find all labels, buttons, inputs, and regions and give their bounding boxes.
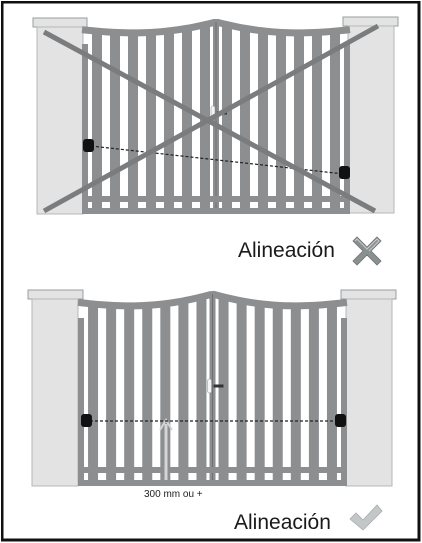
gate-bar	[222, 24, 232, 212]
alignment-label-correct: Alineación	[234, 511, 331, 534]
gate-bar	[164, 30, 174, 213]
gate-bar	[258, 30, 268, 213]
gate-bar	[312, 32, 322, 212]
gate-bar	[142, 305, 153, 484]
gate-bottom-rail	[82, 196, 350, 202]
gate-bar	[308, 305, 319, 484]
gate-post	[341, 318, 347, 484]
gate-bar	[196, 296, 207, 484]
gate-base-rail	[78, 480, 347, 486]
gate-bar	[326, 303, 337, 484]
gate-post	[78, 318, 84, 484]
gate-bar	[160, 303, 171, 484]
handle-lever	[213, 384, 224, 388]
gate-bar	[106, 305, 117, 484]
cross-icon	[352, 236, 382, 266]
right-pillar	[342, 16, 399, 214]
gate-bar	[330, 31, 340, 213]
gate-bar	[290, 305, 301, 484]
photocell-right	[335, 414, 346, 427]
handle-icon	[207, 378, 212, 394]
photocell-right	[339, 166, 350, 179]
gate-bar	[178, 300, 189, 484]
gate-bar	[218, 296, 229, 484]
gate-post	[344, 44, 350, 212]
distance-label: 300 mm ou +	[144, 489, 203, 500]
gate-bar	[254, 303, 265, 484]
gate-bar	[110, 32, 120, 212]
photocell-left	[83, 139, 94, 152]
gate-bar	[128, 32, 138, 212]
arrow-head-icon	[159, 418, 173, 431]
gate-post	[82, 44, 88, 212]
gate	[77, 290, 348, 486]
right-pillar	[340, 289, 397, 487]
cross-line-b	[42, 23, 380, 214]
gate-bar	[182, 28, 192, 213]
panel-incorrect	[32, 16, 399, 266]
gate-bar	[272, 305, 283, 484]
gate-bar	[92, 31, 102, 213]
gate-base-rail	[82, 208, 350, 214]
gate-bar	[276, 32, 286, 212]
gate-bar	[240, 28, 250, 213]
alignment-label-incorrect: Alineación	[238, 239, 335, 262]
gate-bar	[88, 303, 99, 484]
left-pillar	[32, 17, 88, 215]
photocell-left	[81, 414, 92, 427]
gate-bar	[294, 32, 304, 212]
panel-correct	[27, 289, 397, 531]
left-pillar	[27, 289, 84, 487]
gate-bar	[124, 305, 135, 484]
gate-bar	[236, 300, 247, 484]
checkmark-icon	[349, 504, 383, 531]
gate-bottom-rail	[78, 467, 347, 473]
gate-bar	[146, 32, 156, 212]
